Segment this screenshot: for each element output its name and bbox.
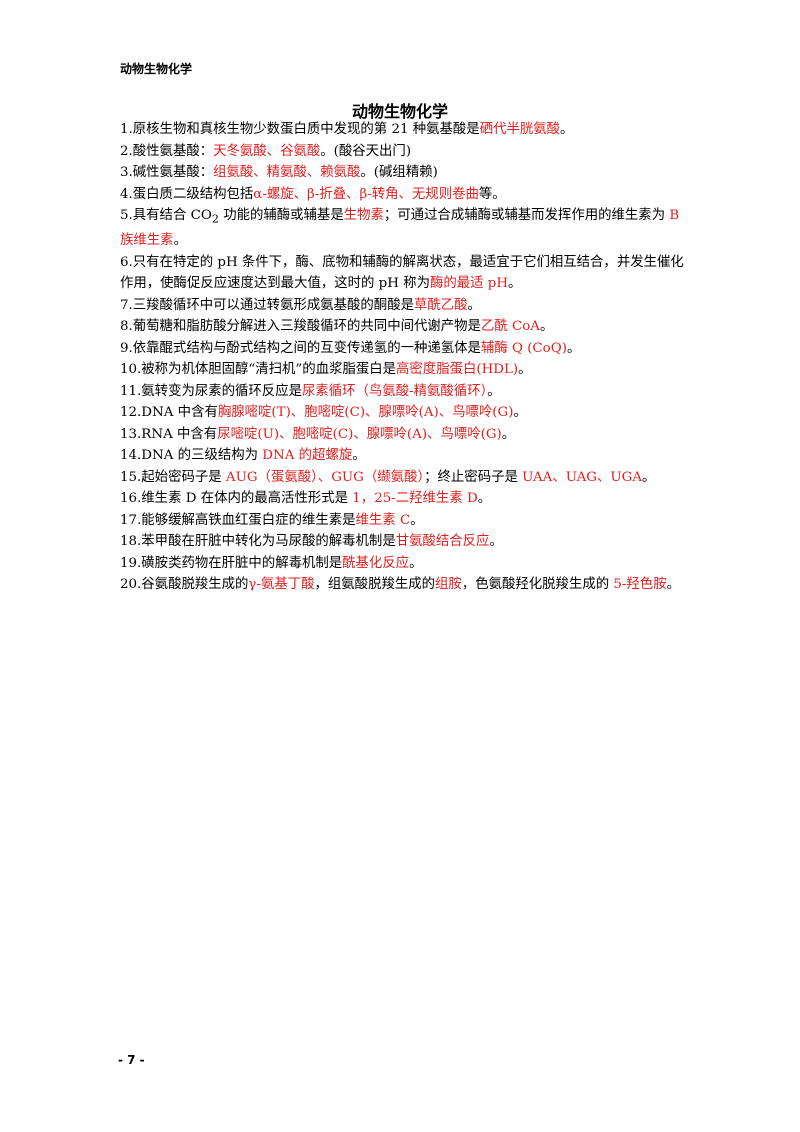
item-text: 2.酸性氨基酸：	[120, 143, 214, 159]
item-text: 。	[666, 577, 680, 593]
list-item: 10.被称为机体胆固醇“清扫机”的血浆脂蛋白是高密度脂蛋白(HDL)。	[120, 359, 685, 381]
list-item: 19.磺胺类药物在肝脏中的解毒机制是酰基化反应。	[120, 553, 685, 575]
item-text: 9.依靠醌式结构与酚式结构之间的互变传递氢的一种递氢体是	[120, 340, 481, 356]
item-text: 3.碱性氨基酸：	[120, 165, 214, 180]
highlighted-answer: 草酰乙酸	[413, 297, 468, 313]
list-item: 9.依靠醌式结构与酚式结构之间的互变传递氢的一种递氢体是辅酶 Q (CoQ)。	[120, 338, 685, 360]
item-text: 20.谷氨酸脱羧生成的	[120, 577, 249, 593]
item-text: 16.维生素 D 在体内的最高活性形式是	[120, 491, 353, 507]
list-item: 12.DNA 中含有胸腺嘧啶(T)、胞嘧啶(C)、腺嘌呤(A)、鸟嘌呤(G)。	[120, 402, 685, 424]
list-item: 13.RNA 中含有尿嘧啶(U)、胞嘧啶(C)、腺嘌呤(A)、鸟嘌呤(G)。	[120, 424, 685, 446]
item-text: 。	[489, 534, 503, 550]
list-item: 1.原核生物和真核生物少数蛋白质中发现的第 21 种氨基酸是硒代半胱氨酸。	[120, 119, 685, 141]
item-text: 19.磺胺类药物在肝脏中的解毒机制是	[120, 555, 343, 571]
highlighted-answer: UAA、UAG、UGA	[522, 469, 643, 485]
item-text: 。(碱组精赖)	[360, 165, 438, 180]
running-header: 动物生物化学	[120, 62, 193, 76]
list-item: 18.苯甲酸在肝脏中转化为马尿酸的解毒机制是甘氨酸结合反应。	[120, 531, 685, 553]
item-text: 8.葡萄糖和脂肪酸分解进入三羧酸循环的共同中间代谢产物是	[120, 319, 481, 335]
highlighted-answer: 尿嘧啶(U)、胞嘧啶(C)、腺嘌呤(A)、鸟嘌呤(G)	[217, 426, 502, 442]
highlighted-answer: 组胺	[435, 577, 462, 593]
highlighted-answer: 尿素循环（鸟氨酸-精氨酸循环）	[301, 383, 488, 399]
highlighted-answer: 胸腺嘧啶(T)、胞嘧啶(C)、腺嘌呤(A)、鸟嘌呤(G)	[217, 405, 514, 421]
highlighted-answer: 高密度脂蛋白(HDL)	[396, 362, 519, 378]
highlighted-answer: 生物素	[343, 208, 384, 223]
item-text: 。	[410, 512, 424, 528]
item-text: 2	[211, 212, 219, 226]
item-text: 5.具有结合 CO	[120, 208, 212, 223]
item-text: 功能的辅酶或辅基是	[218, 208, 344, 223]
item-text: 。	[477, 491, 492, 507]
highlighted-answer: 甘氨酸结合反应	[395, 534, 490, 550]
page-title: 动物生物化学	[351, 102, 448, 121]
highlighted-answer: 酶的最适 pH	[429, 276, 509, 292]
item-text: 。	[352, 448, 366, 464]
item-text: 。	[508, 276, 522, 292]
highlighted-answer: 维生素 C	[355, 512, 411, 528]
item-text: 。	[566, 340, 581, 356]
item-text: 。	[518, 362, 532, 378]
item-text: ；可通过合成辅酶或辅基而发挥作用的维生素为	[383, 208, 670, 223]
highlighted-answer: 组氨酸、精氨酸、赖氨酸	[213, 165, 361, 180]
highlighted-answer: 酰基化反应	[342, 555, 410, 571]
highlighted-answer: 5-羟色胺	[613, 577, 667, 593]
list-item: 2.酸性氨基酸：天冬氨酸、谷氨酸。(酸谷天出门)	[120, 141, 685, 163]
highlighted-answer: 1，25-二羟维生素 D	[352, 491, 478, 507]
item-text: ；终止密码子是	[424, 469, 523, 485]
item-text: 4.蛋白质二级结构包括	[120, 186, 254, 202]
item-text: 。	[560, 122, 574, 137]
item-text: ，色氨酸羟化脱羧生成的	[461, 577, 614, 593]
highlighted-answer: DNA 的超螺旋	[262, 448, 353, 464]
item-text: ，组氨酸脱羧生成的	[314, 577, 436, 593]
list-item: 6.只有在特定的 pH 条件下，酶、底物和辅酶的解离状态，最适宜于它们相互结合，…	[120, 252, 685, 295]
list-item: 8.葡萄糖和脂肪酸分解进入三羧酸循环的共同中间代谢产物是乙酰 CoA。	[120, 316, 685, 338]
item-text: 7.三羧酸循环中可以通过转氨形成氨基酸的酮酸是	[120, 297, 414, 313]
item-text: 。	[539, 319, 554, 335]
item-text: 13.RNA 中含有	[120, 426, 218, 442]
item-text: 。	[487, 383, 501, 399]
list-item: 15.起始密码子是 AUG（蛋氨酸）、GUG（缬氨酸）；终止密码子是 UAA、U…	[120, 467, 685, 489]
item-text: 等。	[478, 186, 506, 202]
list-item: 20.谷氨酸脱羧生成的γ-氨基丁酸，组氨酸脱羧生成的组胺，色氨酸羟化脱羧生成的 …	[120, 574, 685, 596]
item-text: 。	[642, 469, 656, 485]
item-text: 14.DNA 的三级结构为	[120, 448, 263, 464]
highlighted-answer: 辅酶 Q (CoQ)	[480, 340, 567, 356]
page-number: - 7 -	[118, 1053, 145, 1067]
list-item: 3.碱性氨基酸：组氨酸、精氨酸、赖氨酸。(碱组精赖)	[120, 162, 685, 184]
highlighted-answer: 乙酰 CoA	[480, 319, 540, 335]
highlighted-answer: B 族维生素	[120, 208, 680, 249]
item-text: 。	[409, 555, 423, 571]
list-item: 16.维生素 D 在体内的最高活性形式是 1，25-二羟维生素 D。	[120, 488, 685, 510]
list-item: 11.氨转变为尿素的循环反应是尿素循环（鸟氨酸-精氨酸循环）。	[120, 381, 685, 403]
item-text: 。	[467, 297, 481, 313]
highlighted-answer: AUG（蛋氨酸）、GUG（缬氨酸）	[225, 469, 425, 485]
item-text: 12.DNA 中含有	[120, 405, 218, 421]
item-text: 17.能够缓解高铁血红蛋白症的维生素是	[120, 512, 356, 528]
item-text: 18.苯甲酸在肝脏中转化为马尿酸的解毒机制是	[120, 534, 396, 550]
highlighted-answer: α-螺旋、β-折叠、β-转角、无规则卷曲	[253, 186, 479, 202]
item-text: 6.只有在特定的 pH 条件下，酶、底物和辅酶的解离状态，最适宜于它们相互结合，…	[120, 254, 684, 292]
item-text: 。(酸谷天出门)	[320, 143, 412, 159]
item-text: 10.被称为机体胆固醇“清扫机”的血浆脂蛋白是	[120, 362, 397, 378]
list-item: 7.三羧酸循环中可以通过转氨形成氨基酸的酮酸是草酰乙酸。	[120, 295, 685, 317]
item-text: 。	[501, 426, 516, 442]
list-item: 4.蛋白质二级结构包括α-螺旋、β-折叠、β-转角、无规则卷曲等。	[120, 184, 685, 206]
highlighted-answer: 硒代半胱氨酸	[479, 122, 561, 137]
list-item: 14.DNA 的三级结构为 DNA 的超螺旋。	[120, 445, 685, 467]
content-list: 1.原核生物和真核生物少数蛋白质中发现的第 21 种氨基酸是硒代半胱氨酸。2.酸…	[120, 119, 685, 596]
list-item: 17.能够缓解高铁血红蛋白症的维生素是维生素 C。	[120, 510, 685, 532]
item-text: 11.氨转变为尿素的循环反应是	[120, 383, 302, 399]
highlighted-answer: γ-氨基丁酸	[248, 577, 315, 593]
item-text: 1.原核生物和真核生物少数蛋白质中发现的第 21 种氨基酸是	[120, 122, 480, 137]
highlighted-answer: 天冬氨酸、谷氨酸	[213, 143, 321, 159]
item-text: 15.起始密码子是	[120, 469, 226, 485]
item-text: 。	[513, 405, 527, 421]
list-item: 5.具有结合 CO2 功能的辅酶或辅基是生物素；可通过合成辅酶或辅基而发挥作用的…	[120, 205, 685, 252]
item-text: 。	[173, 233, 187, 249]
